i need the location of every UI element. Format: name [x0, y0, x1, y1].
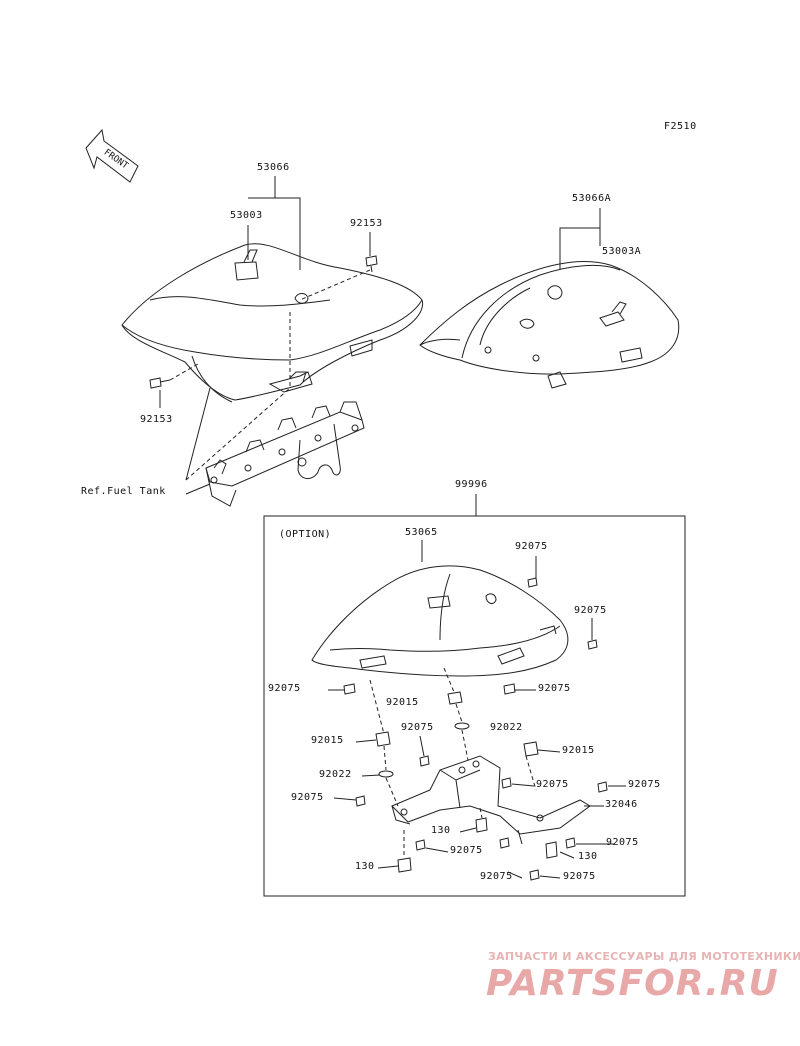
- part-92075-a: 92075: [515, 541, 548, 552]
- main-seat-drawing: [121, 243, 424, 403]
- part-92075-g: 92075: [628, 779, 661, 790]
- option-bracket-drawing: [391, 755, 591, 845]
- front-arrow-icon: FRONT: [85, 128, 139, 183]
- part-130-b: 130: [578, 851, 598, 862]
- bolt-92153-top-icon: [365, 255, 378, 273]
- part-130-c: 130: [355, 861, 375, 872]
- leader-lines-main: [159, 176, 371, 495]
- part-53066A: 53066A: [572, 193, 612, 204]
- part-92075-i: 92075: [606, 837, 639, 848]
- ref-fuel-tank-label: Ref.Fuel Tank: [81, 486, 166, 497]
- part-92075-f: 92075: [536, 779, 569, 790]
- part-92075-b: 92075: [574, 605, 607, 616]
- seat-cowl-drawing: [419, 261, 680, 389]
- part-53065: 53065: [405, 527, 438, 538]
- nuts-92015-icon: [375, 691, 539, 757]
- part-99996: 99996: [455, 479, 488, 490]
- part-92075-e: 92075: [401, 722, 434, 733]
- option-box: [263, 515, 686, 897]
- part-92022-a: 92022: [490, 722, 523, 733]
- part-92075-j: 92075: [450, 845, 483, 856]
- watermark-logo: PARTSFOR.RU: [486, 963, 779, 1004]
- option-label: (OPTION): [279, 529, 332, 540]
- part-92075-h: 92075: [291, 792, 324, 803]
- watermark-tagline: ЗАПЧАСТИ И АКСЕССУАРЫ ДЛЯ МОТОТЕХНИКИ: [488, 950, 800, 963]
- part-92075-c: 92075: [268, 683, 301, 694]
- part-92075-l: 92075: [563, 871, 596, 882]
- leader-lines-cowl: [559, 208, 601, 270]
- bolt-92153-bottom-icon: [149, 377, 171, 389]
- figure-code: F2510: [664, 121, 697, 132]
- part-92015-a: 92015: [386, 697, 419, 708]
- fasteners-92075-icon: [343, 577, 608, 881]
- leader-lines-option: [328, 540, 626, 879]
- part-92075-d: 92075: [538, 683, 571, 694]
- part-92153-top: 92153: [350, 218, 383, 229]
- part-92075-k: 92075: [480, 871, 513, 882]
- part-53066: 53066: [257, 162, 290, 173]
- part-92022-b: 92022: [319, 769, 352, 780]
- bolts-130-icon: [397, 817, 558, 873]
- seat-bracket-drawing: [205, 401, 365, 507]
- part-130-a: 130: [431, 825, 451, 836]
- solo-seat-cover-drawing: [311, 565, 569, 677]
- part-53003: 53003: [230, 210, 263, 221]
- part-92015-b: 92015: [311, 735, 344, 746]
- washers-92022-icon: [378, 722, 470, 778]
- part-32046: 32046: [605, 799, 638, 810]
- part-92015-c: 92015: [562, 745, 595, 756]
- part-53003A: 53003A: [602, 246, 642, 257]
- part-92153-bottom: 92153: [140, 414, 173, 425]
